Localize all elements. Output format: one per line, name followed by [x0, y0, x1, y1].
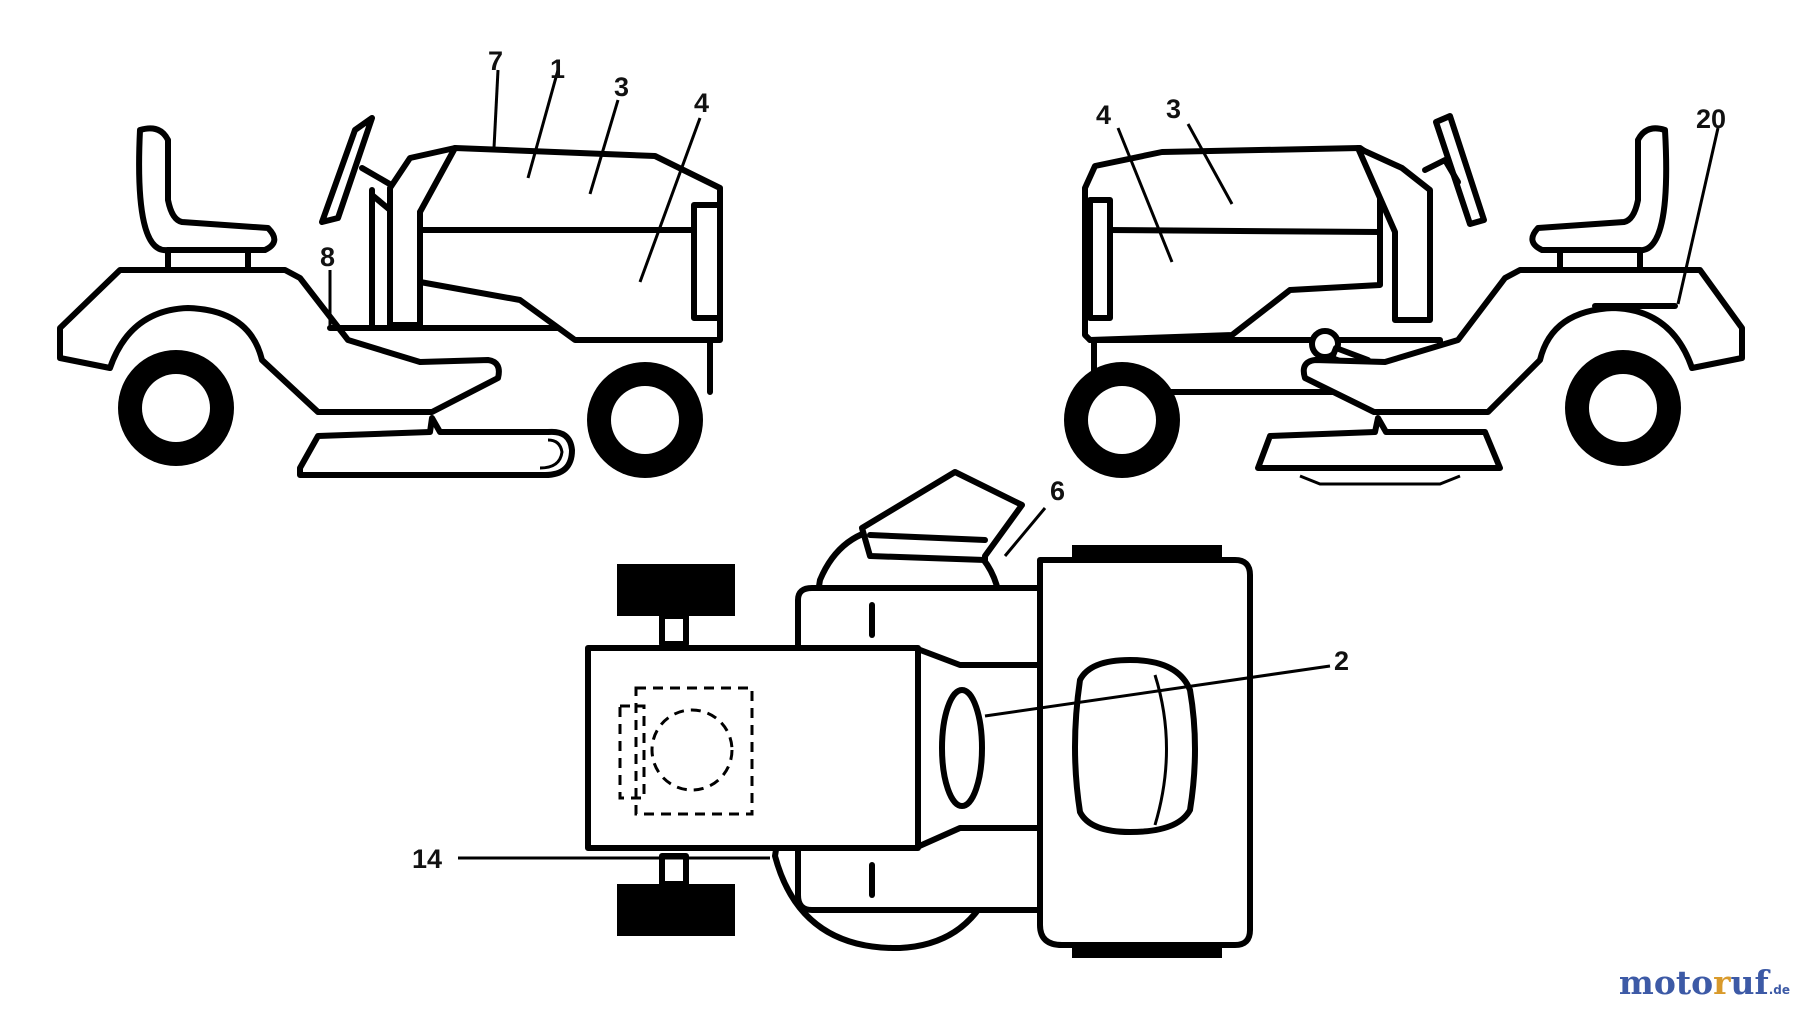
watermark-part-3: uf	[1730, 963, 1769, 1002]
callout-3-left: 3	[614, 72, 629, 102]
tractor-right-side-view	[1064, 113, 1745, 486]
callout-4-left: 4	[694, 88, 709, 118]
tractor-left-side-view	[57, 69, 723, 478]
callout-20-right: 20	[1696, 104, 1726, 134]
tractor-top-view	[458, 469, 1331, 958]
watermark-tld: .de	[1768, 983, 1790, 997]
callout-4-right: 4	[1096, 100, 1111, 130]
watermark-logo: motoruf.de	[1619, 963, 1790, 1002]
callout-6-top: 6	[1050, 476, 1065, 506]
callout-2-top: 2	[1334, 646, 1349, 676]
callout-7-left: 7	[488, 46, 503, 76]
callout-1-left: 1	[550, 54, 565, 84]
callout-8-left: 8	[320, 242, 335, 272]
watermark-part-1: moto	[1618, 963, 1714, 1002]
callout-14-top: 14	[412, 844, 442, 874]
callout-3-right: 3	[1166, 94, 1181, 124]
watermark-part-2: r	[1713, 963, 1731, 1002]
callout-labels: 7 1 3 4 8 4 3 20 6 2 14	[320, 46, 1726, 874]
